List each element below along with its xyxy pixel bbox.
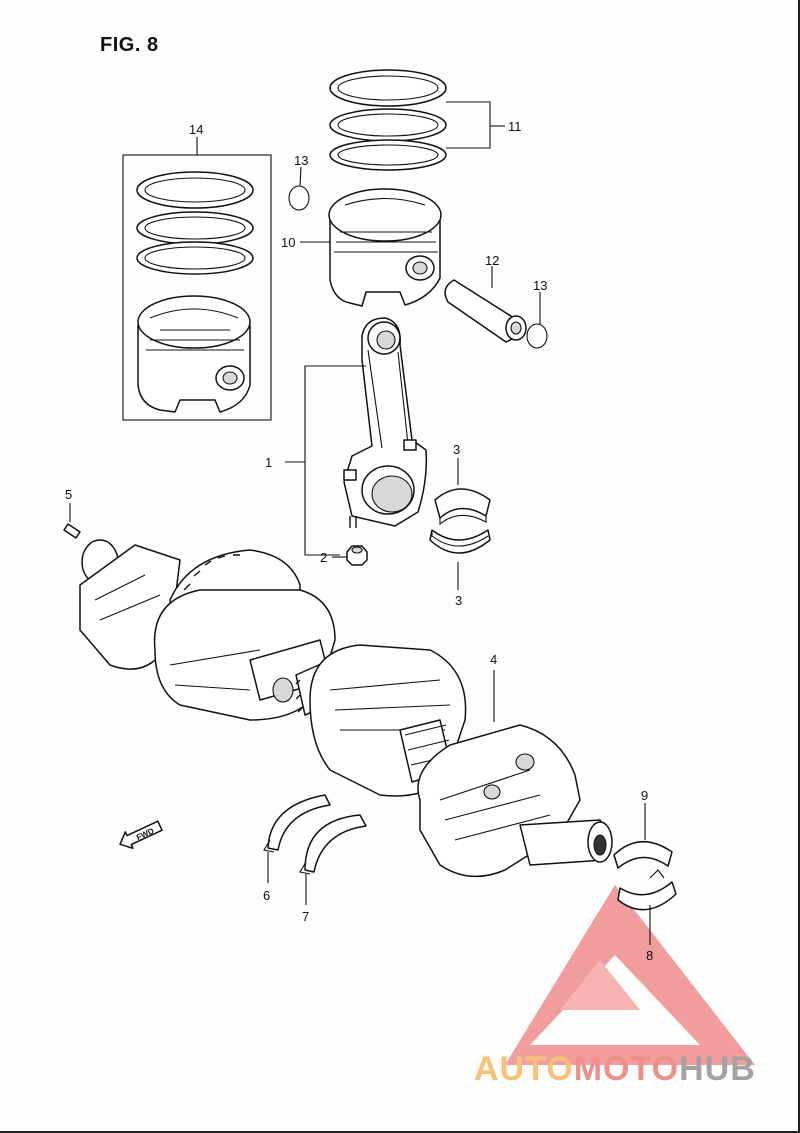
callout-4: 4 xyxy=(490,652,497,667)
callout-1: 1 xyxy=(265,455,272,470)
callout-9: 9 xyxy=(641,788,648,803)
crank-pin-bearing-lower xyxy=(429,529,491,554)
watermark-triangle xyxy=(505,885,755,1065)
thrust-bearing-right xyxy=(299,814,367,875)
watermark-moto: MOTO xyxy=(573,1050,680,1088)
callout-2: 2 xyxy=(320,550,327,565)
piston-pin-circlip-left xyxy=(288,185,310,211)
callout-10: 10 xyxy=(281,235,295,250)
figure-title: FIG. 8 xyxy=(100,34,159,56)
piston-kit-assembly xyxy=(122,154,272,421)
piston-ring-set xyxy=(329,69,447,171)
callout-12: 12 xyxy=(485,253,499,268)
forward-marker-label: FWD xyxy=(135,826,156,842)
callout-14: 14 xyxy=(189,122,203,137)
piston-pin-circlip-right xyxy=(526,323,548,349)
thrust-bearing-left xyxy=(263,794,331,853)
crank-journal-bearing-upper xyxy=(613,840,673,869)
callout-7: 7 xyxy=(302,909,309,924)
piston-pin xyxy=(444,279,527,343)
connecting-rod-nut xyxy=(346,545,368,566)
callout-3-upper: 3 xyxy=(453,442,460,457)
crank-journal-bearing-lower xyxy=(617,869,677,911)
leader-lines xyxy=(69,101,651,945)
watermark-logo-text: AUTOMOTOHUB xyxy=(474,1050,756,1089)
callout-5: 5 xyxy=(65,487,72,502)
watermark-auto: AUTO xyxy=(474,1050,574,1088)
forward-direction-marker: FWD xyxy=(119,820,163,849)
callout-13-left: 13 xyxy=(294,153,308,168)
callout-8: 8 xyxy=(646,948,653,963)
crankshaft xyxy=(79,539,613,878)
watermark-hub: HUB xyxy=(679,1050,756,1088)
crank-pin-bearing-upper xyxy=(434,488,491,526)
piston xyxy=(328,188,442,307)
connecting-rod xyxy=(343,317,428,528)
callout-labels: 1 2 3 3 4 5 6 7 8 9 10 11 12 13 13 14 xyxy=(65,119,653,963)
callout-6: 6 xyxy=(263,888,270,903)
callout-11: 11 xyxy=(508,119,522,134)
callout-3-lower: 3 xyxy=(455,593,462,608)
callout-13-right: 13 xyxy=(533,278,547,293)
dowel-pin xyxy=(63,523,81,539)
